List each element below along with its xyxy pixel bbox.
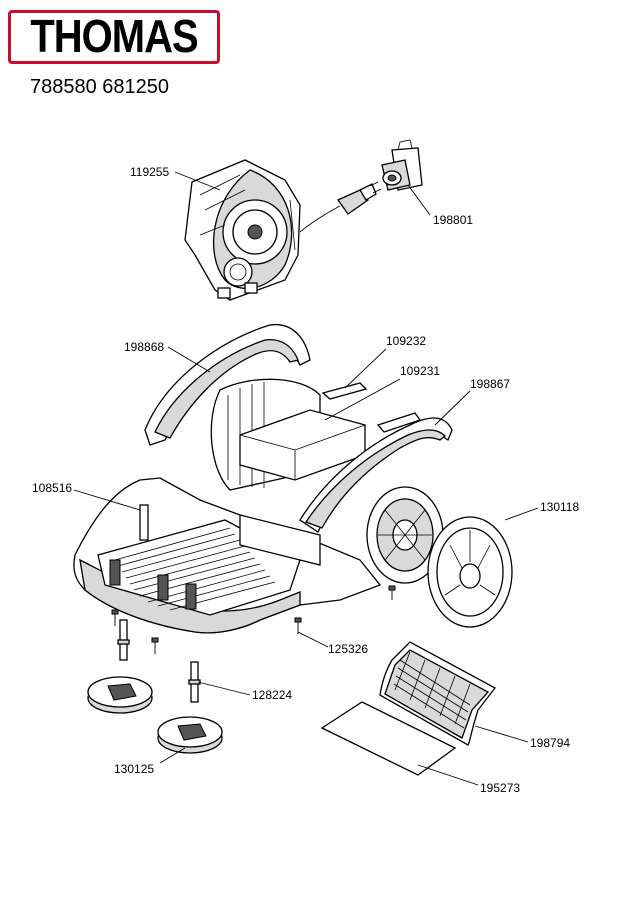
label-195273: 195273	[480, 781, 520, 795]
label-109232: 109232	[386, 334, 426, 348]
label-130118: 130118	[540, 500, 579, 514]
filter-pad	[320, 701, 457, 776]
brand-logo-text: THOMAS	[30, 11, 198, 63]
label-198867: 198867	[470, 377, 510, 391]
rear-wheels	[366, 486, 513, 628]
screws	[111, 585, 396, 654]
leader-lines	[73, 171, 539, 786]
part-labels: 119255 198801 198868 109232 109231 19886…	[32, 165, 579, 795]
label-198868: 198868	[124, 340, 164, 354]
brand-logo: THOMAS	[8, 10, 220, 64]
top-cover-left	[144, 323, 311, 446]
label-108516: 108516	[32, 481, 72, 495]
label-128224: 128224	[252, 688, 292, 702]
label-130125: 130125	[114, 762, 154, 776]
label-125326: 125326	[328, 642, 368, 656]
cable-reel	[184, 159, 382, 301]
axle-pins	[117, 619, 201, 703]
label-198794: 198794	[530, 736, 570, 750]
castor-wheels	[87, 676, 223, 754]
vacuum-body	[73, 378, 453, 634]
label-109231: 109231	[400, 364, 440, 378]
foam-strips	[321, 382, 422, 433]
switch-socket	[381, 139, 423, 191]
label-198801: 198801	[433, 213, 473, 227]
label-119255: 119255	[130, 165, 169, 179]
filter-grille	[379, 641, 496, 746]
model-numbers: 788580 681250	[30, 76, 170, 98]
